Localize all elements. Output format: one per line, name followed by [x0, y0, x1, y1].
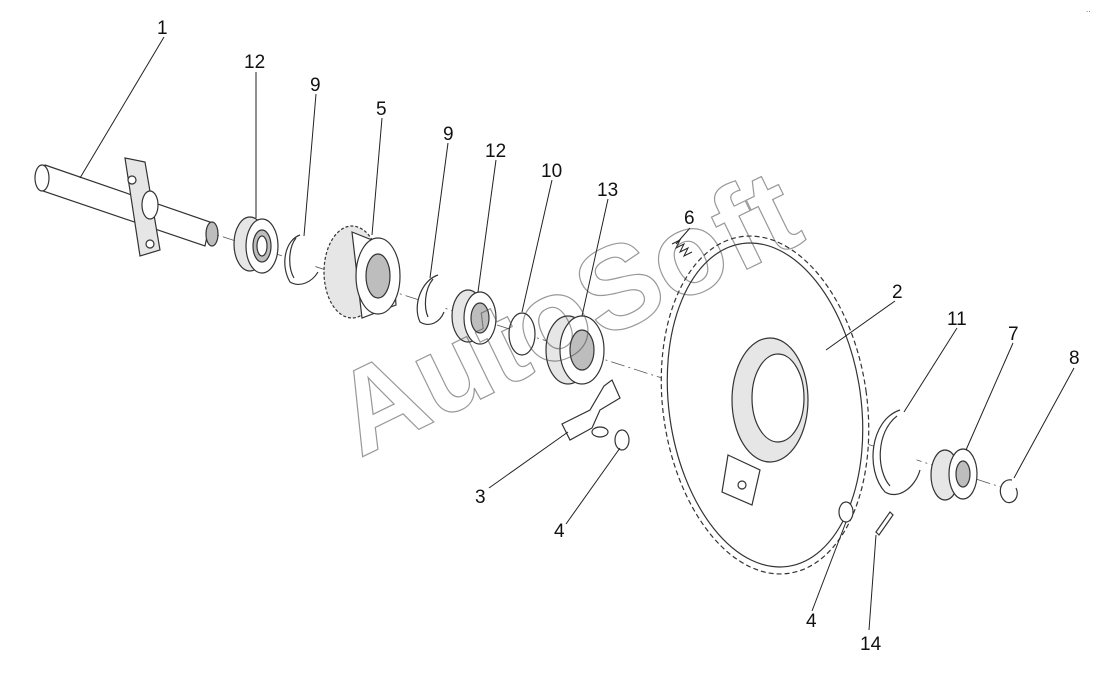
part-11-snap-ring	[872, 409, 921, 496]
part-4-washer-a	[614, 429, 630, 451]
part-5-sprocket-hub	[323, 225, 401, 319]
callout-2: 2	[892, 282, 903, 303]
part-1-shaft	[34, 157, 219, 257]
callout-11: 11	[947, 309, 967, 330]
part-12-bearing-a	[233, 216, 279, 274]
callout-13: 13	[597, 180, 618, 201]
part-10-ring	[508, 312, 536, 356]
callout-3: 3	[475, 487, 486, 508]
part-7-bushing	[930, 448, 978, 501]
callout-4-b: 4	[806, 611, 817, 632]
part-3-lever	[561, 379, 621, 441]
part-2-sprocket	[660, 235, 870, 575]
callout-4-a: 4	[554, 521, 565, 542]
callout-14: 14	[860, 634, 882, 655]
callout-12-a: 12	[244, 52, 265, 73]
callout-12-b: 12	[485, 141, 506, 162]
corner-mark: ..	[1086, 5, 1090, 14]
callout-6: 6	[684, 208, 695, 229]
callout-1: 1	[157, 18, 168, 39]
lever-pin	[591, 426, 609, 438]
callout-8: 8	[1069, 348, 1080, 369]
part-14-pin	[875, 511, 894, 536]
leader-lines	[79, 36, 1075, 631]
callout-7: 7	[1008, 324, 1019, 345]
callout-5: 5	[376, 99, 387, 120]
callout-10: 10	[541, 161, 562, 182]
part-4-washer-b	[838, 501, 854, 523]
callout-9-b: 9	[443, 124, 454, 145]
part-9-snap-ring-a	[284, 234, 319, 285]
part-12-bearing-b	[451, 289, 497, 345]
part-13-bearing	[545, 315, 605, 385]
callout-labels: 1 12 9 5 9 12 10 13 6 2 11 7 8 3 4 4 14	[157, 18, 1080, 655]
part-9-snap-ring-b	[416, 274, 445, 325]
part-6-spring	[671, 238, 693, 258]
part-8-circlip	[999, 479, 1018, 504]
callout-9-a: 9	[310, 75, 321, 96]
